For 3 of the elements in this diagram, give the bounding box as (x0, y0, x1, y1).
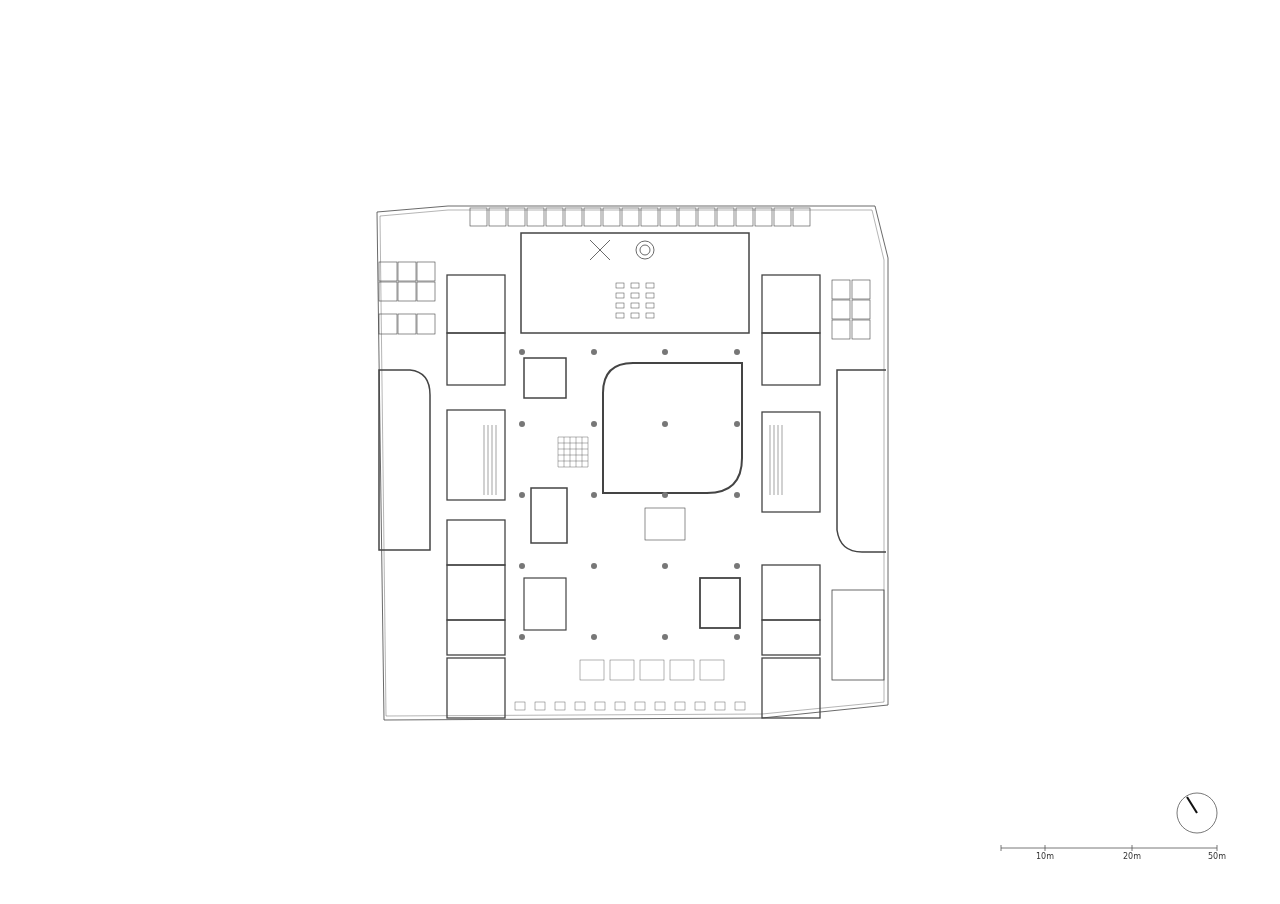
scale-label: 10m (1036, 852, 1054, 861)
scale-label: 50m (1208, 852, 1226, 861)
scale-label: 20m (1123, 852, 1141, 861)
